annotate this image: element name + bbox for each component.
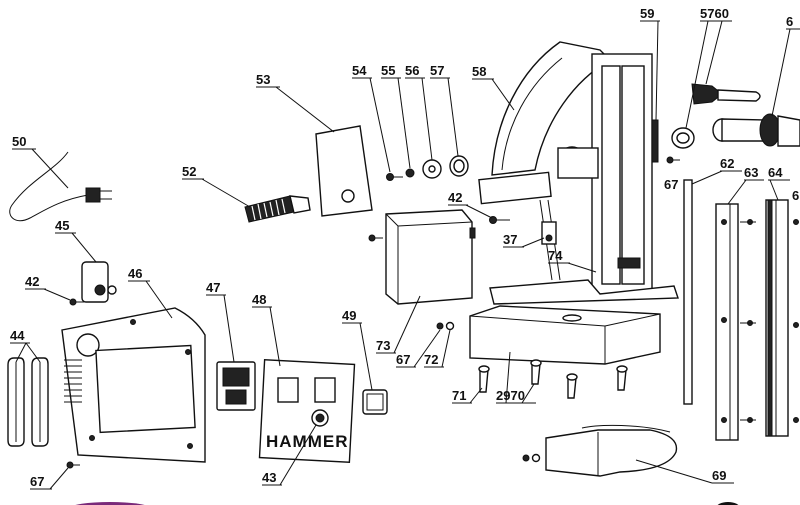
part-6-shaft [712,113,800,147]
label-71: 71 [452,388,466,403]
part-62-rod [683,179,693,405]
label-43: 43 [262,470,276,485]
label-6-top: 6 [786,14,793,29]
part-69-band-clamp [522,424,678,477]
label-50: 50 [12,134,26,149]
label-48: 48 [252,292,266,307]
part-49-cap [362,389,388,415]
label-56: 56 [405,63,419,78]
label-5760: 5760 [700,6,729,21]
label-58: 58 [472,64,486,79]
part-57-bushing [449,155,469,177]
label-64: 64 [768,165,783,180]
part-55-nut [405,168,415,178]
part-63-rail [715,203,739,441]
label-37: 37 [503,232,517,247]
bottom-purple-edge [75,502,145,505]
part-52-spring [244,195,311,223]
label-67-right: 67 [664,177,678,192]
part-67-screw-right [666,156,680,164]
rail-screws [740,219,799,423]
part-67-screw [66,461,80,469]
label-59: 59 [640,6,654,21]
label-72: 72 [424,352,438,367]
part-57-60-handle [671,83,761,149]
part-screw-73 [368,234,383,242]
label-69: 69 [712,468,726,483]
part-44-handles [7,357,49,447]
label-53: 53 [256,72,270,87]
part-42-screw [69,298,84,306]
label-67-mid: 67 [396,352,410,367]
part-59-strip [651,119,659,163]
label-55: 55 [381,63,395,78]
part-45-cord-clamp [81,261,117,303]
brand-text: HAMMER [266,432,349,451]
label-52: 52 [182,164,196,179]
label-67-bottom: 67 [30,474,44,489]
part-48-control-plate: HAMMER [258,358,356,464]
label-44: 44 [10,328,25,343]
part-53-plate [315,125,373,217]
label-42-mid: 42 [448,190,462,205]
part-42-screw-mid [489,216,510,224]
label-45: 45 [55,218,69,233]
bottom-dark-edge [717,502,739,505]
part-46-cover-plate [61,307,206,463]
part-73-motor-box [385,209,476,305]
part-47-switch [216,361,256,411]
label-63: 63 [744,165,758,180]
part-71-bolts [478,359,628,399]
part-base-block [469,305,661,365]
label-57: 57 [430,63,444,78]
label-49: 49 [342,308,356,323]
part-64-rail [765,199,789,437]
part-37-pin [541,221,557,245]
part-50-power-cord [9,151,112,222]
label-46: 46 [128,266,142,281]
label-6-side: 6 [792,188,799,203]
label-54: 54 [352,63,367,78]
part-54-screw [386,173,403,181]
label-62: 62 [720,156,734,171]
label-47: 47 [206,280,220,295]
label-73: 73 [376,338,390,353]
label-74: 74 [548,248,563,263]
label-2970: 2970 [496,388,525,403]
label-42-left: 42 [25,274,39,289]
part-58-drill-stand [478,41,679,305]
part-56-washer [422,159,442,179]
part-67-72-screw [436,321,455,331]
